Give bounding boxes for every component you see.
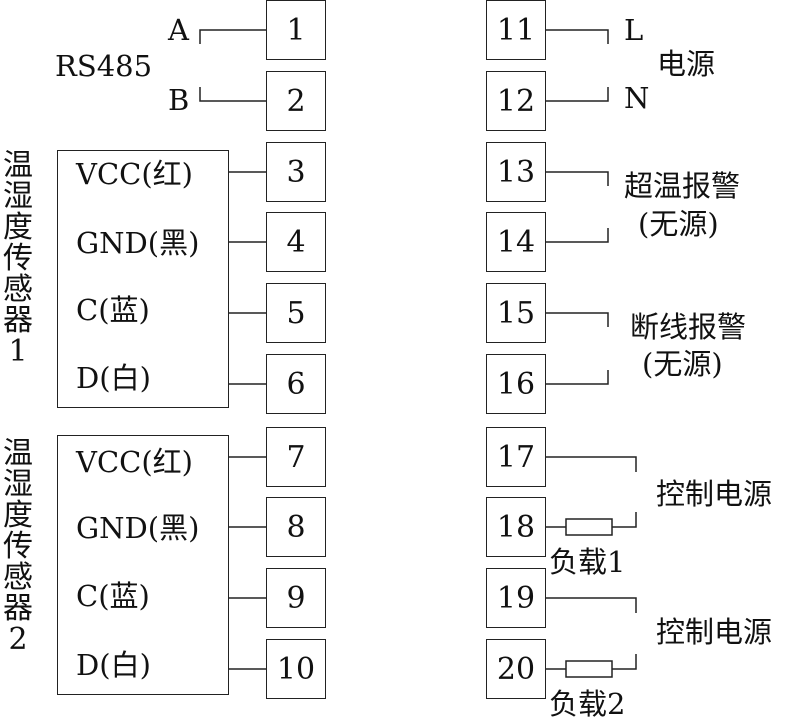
sensor1-vcc-label: VCC(红) (76, 157, 193, 191)
wire-13 (546, 171, 609, 186)
sensor2-title-char: 传 (3, 529, 33, 564)
control2-label: 控制电源 (656, 615, 773, 649)
sensor1-title-char: 传 (3, 241, 33, 276)
sensor1-gnd-label: GND(黑) (76, 226, 200, 260)
power-label: 电源 (657, 47, 716, 81)
terminal-13: 13 (486, 142, 546, 202)
power-n-label: N (624, 81, 650, 115)
load1-label: 负载1 (549, 545, 626, 579)
sensor1-title-char: 器 (3, 303, 33, 338)
terminal-1: 1 (266, 0, 326, 60)
rs485-label: RS485 (55, 49, 153, 83)
sensor2-title: 温 湿 度 传 感 器 2 (3, 438, 33, 655)
sensor1-d-label: D(白) (76, 361, 151, 395)
sensor1-title-char: 1 (8, 334, 28, 369)
sensor1-c-label: C(蓝) (76, 293, 150, 327)
terminal-12: 12 (486, 71, 546, 131)
alarm-over-temp-label: 超温报警 (624, 169, 741, 203)
load2-label: 负载2 (549, 687, 626, 721)
wire-14 (546, 228, 609, 243)
wire-17 (546, 456, 637, 472)
sensor1-title-char: 湿 (3, 179, 33, 214)
wire-19 (546, 597, 637, 613)
sensor2-title-char: 器 (3, 591, 33, 626)
terminal-5: 5 (266, 283, 326, 343)
sensor2-title-char: 2 (8, 622, 28, 657)
sensor2-c-label: C(蓝) (76, 579, 150, 613)
terminal-17: 17 (486, 427, 546, 487)
sensor1-title-char: 温 (3, 148, 33, 183)
terminal-14: 14 (486, 212, 546, 272)
terminal-15: 15 (486, 283, 546, 343)
terminal-9: 9 (266, 568, 326, 628)
sensor2-vcc-label: VCC(红) (76, 445, 193, 479)
sensor2-gnd-label: GND(黑) (76, 511, 200, 545)
sensor1-box (57, 150, 229, 408)
alarm-break-passive: (无源) (642, 347, 723, 381)
sensor1-title: 温 湿 度 传 感 器 1 (3, 150, 33, 367)
load1-resistor (565, 518, 613, 536)
wire-b (199, 87, 266, 102)
sensor2-title-char: 湿 (3, 467, 33, 502)
sensor2-title-char: 温 (3, 436, 33, 471)
sensor2-title-char: 感 (3, 560, 33, 595)
terminal-10: 10 (266, 639, 326, 699)
sensor1-title-char: 感 (3, 272, 33, 307)
sensor2-title-char: 度 (3, 498, 33, 533)
terminal-16: 16 (486, 354, 546, 414)
sensor2-box (57, 435, 229, 695)
rs485-b-label: B (168, 83, 190, 117)
terminal-19: 19 (486, 568, 546, 628)
power-l-label: L (624, 13, 644, 47)
wire-n (546, 87, 609, 102)
load2-resistor (565, 660, 613, 678)
terminal-4: 4 (266, 212, 326, 272)
wire-16 (546, 370, 609, 385)
sensor2-d-label: D(白) (76, 648, 151, 682)
wire-18 (546, 512, 637, 528)
terminal-2: 2 (266, 71, 326, 131)
terminal-18: 18 (486, 497, 546, 557)
sensor1-title-char: 度 (3, 210, 33, 245)
terminal-8: 8 (266, 497, 326, 557)
rs485-a-label: A (168, 13, 189, 47)
terminal-6: 6 (266, 354, 326, 414)
terminal-11: 11 (486, 0, 546, 60)
alarm-over-temp-passive: (无源) (638, 207, 719, 241)
wire-20 (546, 654, 637, 670)
terminal-7: 7 (266, 427, 326, 487)
wire-a (199, 29, 266, 44)
wire-l (546, 29, 609, 44)
wire-15 (546, 312, 609, 327)
terminal-20: 20 (486, 639, 546, 699)
terminal-3: 3 (266, 142, 326, 202)
alarm-break-label: 断线报警 (630, 310, 747, 344)
control1-label: 控制电源 (656, 477, 773, 511)
